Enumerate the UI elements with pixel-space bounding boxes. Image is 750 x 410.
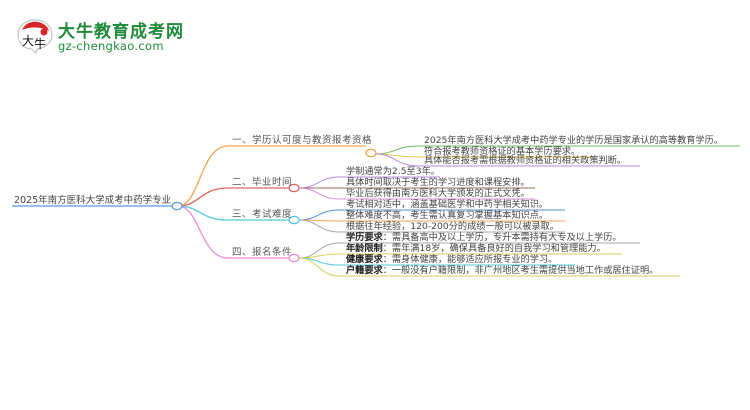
svg-text:牛: 牛	[34, 36, 46, 51]
leaf-key: 户籍要求	[346, 265, 383, 276]
leaf-text: ：需年满18岁，确保具备良好的自我学习和管理能力。	[382, 243, 606, 254]
branch-degree-recognition[interactable]: 一、学历认可度与教资报考资格	[232, 135, 373, 146]
leaf-node[interactable]: 符合报考教师资格证的基本学历要求。	[424, 146, 581, 157]
logo-url: gz-chengkao.com	[58, 39, 164, 53]
leaf-key: 学历要求	[346, 232, 383, 243]
site-logo[interactable]: 大 牛 大牛教育成考网 gz-chengkao.com	[16, 14, 196, 58]
leaf-key: 年龄限制	[346, 243, 383, 254]
logo-title: 大牛教育成考网	[58, 22, 184, 42]
leaf-node-age[interactable]: 年龄限制：需年满18岁，确保具备良好的自我学习和管理能力。	[346, 243, 606, 254]
logo-badge-icon: 大 牛	[17, 19, 53, 54]
leaf-node[interactable]: 2025年南方医科大学成考中药学专业的学历是国家承认的高等教育学历。	[424, 135, 724, 146]
root-topic[interactable]: 2025年南方医科大学成考中药学专业	[14, 195, 172, 206]
branch-registration-conditions[interactable]: 四、报名条件	[232, 247, 293, 258]
leaf-node[interactable]: 具体能否报考需根据教师资格证的相关政策判断。	[424, 155, 627, 166]
leaf-text: ：一般没有户籍限制，非广州地区考生需提供当地工作或居住证明。	[382, 265, 659, 276]
leaf-key: 健康要求	[346, 254, 383, 265]
branch-exam-difficulty[interactable]: 三、考试难度	[232, 209, 293, 220]
leaf-node[interactable]: 毕业后获得由南方医科大学颁发的正式文凭。	[346, 188, 530, 199]
leaf-text: ：需具备高中及以上学历，专升本需持有大专及以上学历。	[382, 232, 622, 243]
leaf-node[interactable]: 根据往年经验，120-200分的成绩一般可以被录取。	[346, 221, 559, 232]
svg-text:大: 大	[22, 34, 34, 48]
leaf-node[interactable]: 具体时间取决于考生的学习进度和课程安排。	[346, 177, 530, 188]
leaf-node[interactable]: 整体难度不高，考生需认真复习掌握基本知识点。	[346, 210, 549, 221]
leaf-text: ：需身体健康，能够适应所报专业的学习。	[382, 254, 558, 265]
leaf-node[interactable]: 学制通常为2.5至3年。	[346, 166, 440, 177]
leaf-node-health[interactable]: 健康要求：需身体健康，能够适应所报专业的学习。	[346, 254, 557, 265]
leaf-node-household[interactable]: 户籍要求：一般没有户籍限制，非广州地区考生需提供当地工作或居住证明。	[346, 265, 658, 276]
leaf-node-education[interactable]: 学历要求：需具备高中及以上学历，专升本需持有大专及以上学历。	[346, 232, 622, 243]
leaf-node[interactable]: 考试相对适中，涵盖基础医学和中药学相关知识。	[346, 199, 549, 210]
branch-graduation-time[interactable]: 二、毕业时间	[232, 177, 293, 188]
